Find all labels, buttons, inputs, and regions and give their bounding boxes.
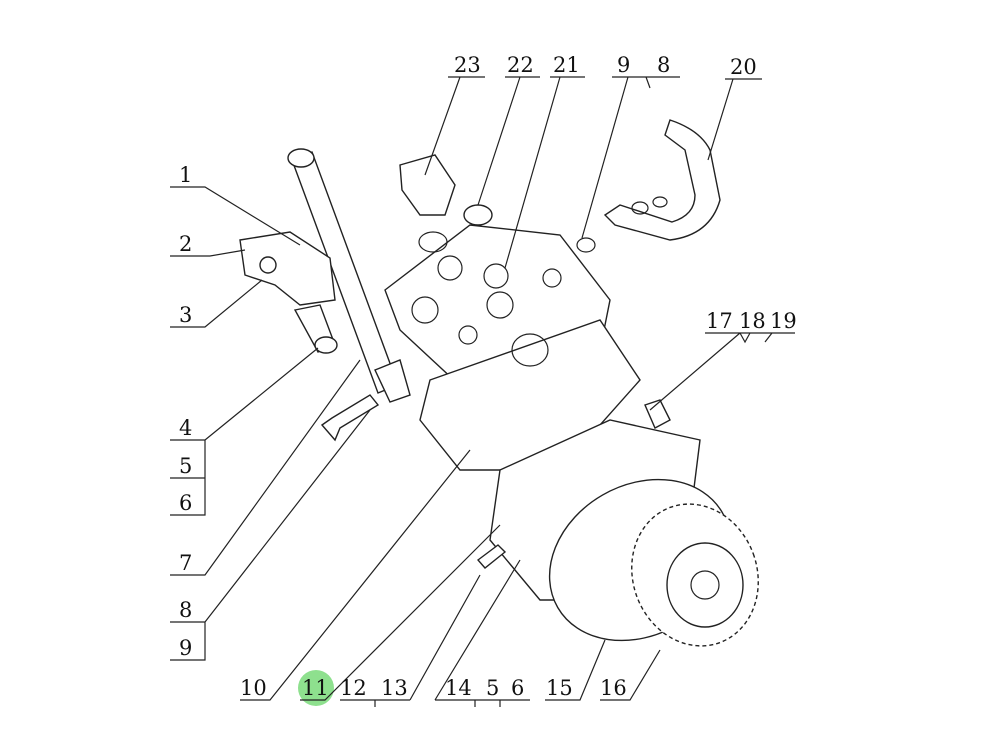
plug-part-17 — [644, 399, 671, 429]
bolt-part-8 — [320, 394, 380, 442]
callout-label: 13 — [381, 676, 408, 700]
callout-label: 18 — [739, 309, 766, 333]
bracket-part-2 — [239, 231, 338, 354]
callout-label: 21 — [553, 53, 580, 77]
callout-label: 17 — [706, 309, 733, 333]
callout-label: 5 — [486, 676, 499, 700]
callout-label: 3 — [179, 303, 192, 327]
callout-label: 8 — [179, 598, 192, 622]
callout-label-highlighted[interactable]: 11 — [302, 676, 329, 700]
callout-label: 6 — [511, 676, 524, 700]
pipe-part-20 — [603, 119, 721, 241]
highlight-marker-11 — [298, 670, 334, 706]
callout-label: 8 — [657, 53, 670, 77]
callout-label: 23 — [454, 53, 481, 77]
fitting-part-23 — [399, 154, 456, 216]
gear-part-16 — [548, 478, 759, 647]
callout-label: 2 — [179, 232, 192, 256]
pipe-part-7 — [287, 148, 411, 403]
callout-label: 1 — [179, 163, 192, 187]
callout-label: 14 — [445, 676, 472, 700]
callout-label: 4 — [179, 416, 192, 440]
part-13 — [476, 544, 507, 569]
compressor-drawing — [239, 119, 759, 647]
fitting-part-22 — [463, 204, 493, 226]
callout-label: 6 — [179, 491, 192, 515]
callout-label: 9 — [617, 53, 630, 77]
leader-lines — [170, 76, 795, 707]
callout-label: 15 — [546, 676, 573, 700]
callout-label: 5 — [179, 454, 192, 478]
callout-label: 9 — [179, 636, 192, 660]
callout-label: 22 — [507, 53, 534, 77]
callout-label: 16 — [600, 676, 627, 700]
callout-label: 19 — [770, 309, 797, 333]
callout-label: 20 — [730, 55, 757, 79]
callout-labels: 23 22 21 9 8 20 1 2 3 4 5 6 7 8 9 17 18 … — [179, 53, 797, 700]
callout-label: 7 — [179, 551, 192, 575]
callout-label: 10 — [240, 676, 267, 700]
callout-label: 12 — [340, 676, 367, 700]
